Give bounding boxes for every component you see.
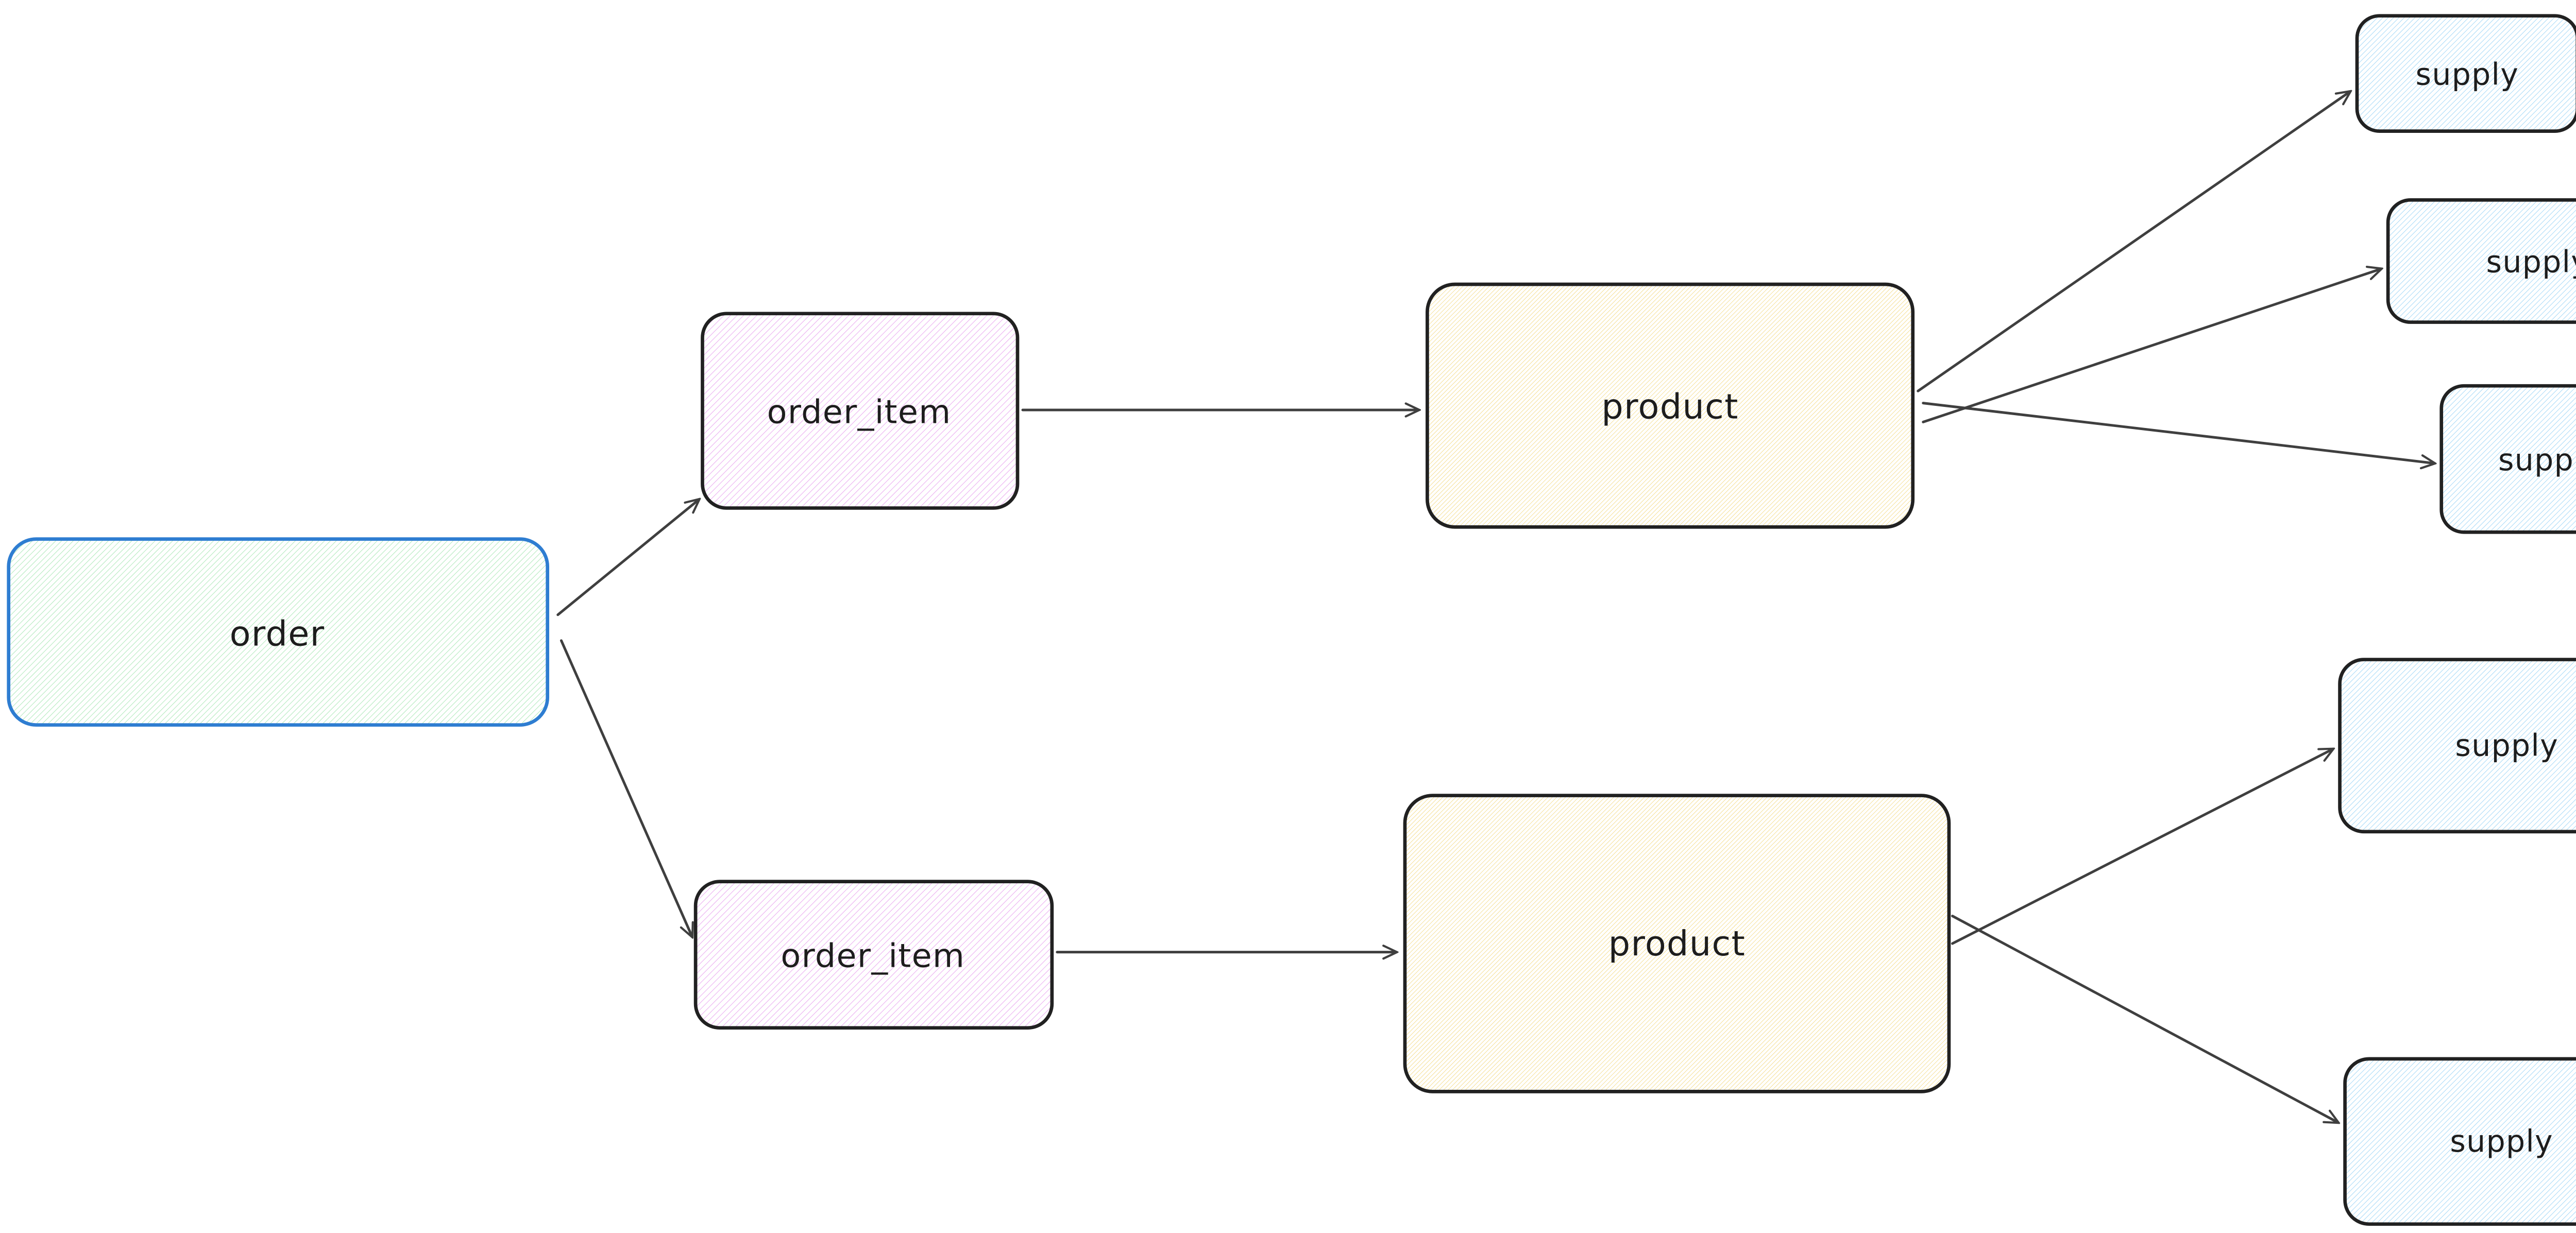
edge-order-to-order-item-bottom bbox=[560, 639, 692, 937]
node-order-shape[interactable] bbox=[7, 537, 550, 727]
node-supply-5-shape[interactable] bbox=[2343, 1057, 2576, 1226]
node-supply-1-label: supply bbox=[2416, 57, 2519, 92]
node-product-top: product bbox=[1426, 282, 1915, 529]
edge-product-top-to-supply-3 bbox=[1922, 402, 2435, 464]
node-order-item-bottom-label: order_item bbox=[781, 936, 965, 974]
node-product-top-shape[interactable] bbox=[1426, 282, 1915, 529]
node-supply-2: supply bbox=[2386, 198, 2576, 324]
node-order-item-top: order_item bbox=[701, 312, 1020, 510]
node-supply-3-shape[interactable] bbox=[2439, 384, 2576, 534]
edge-layer bbox=[556, 92, 2435, 1123]
node-supply-4-shape[interactable] bbox=[2338, 658, 2576, 834]
node-order-item-bottom: order_item bbox=[693, 880, 1054, 1030]
node-order-item-bottom-shape[interactable] bbox=[693, 880, 1054, 1030]
node-supply-5-label: supply bbox=[2450, 1124, 2553, 1159]
node-supply-2-label: supply bbox=[2486, 245, 2576, 280]
node-supply-1-shape[interactable] bbox=[2355, 14, 2576, 133]
edge-product-bottom-to-supply-4 bbox=[1951, 749, 2333, 945]
node-supply-4-label: supply bbox=[2455, 728, 2558, 763]
node-supply-2-shape[interactable] bbox=[2386, 198, 2576, 324]
node-order: order bbox=[7, 537, 550, 727]
node-supply-5: supply bbox=[2343, 1057, 2576, 1226]
node-supply-1: supply bbox=[2355, 14, 2576, 133]
node-product-bottom-label: product bbox=[1608, 923, 1745, 964]
node-order-label: order bbox=[230, 613, 325, 654]
edge-product-bottom-to-supply-5 bbox=[1951, 914, 2338, 1122]
edge-order-to-order-item-top bbox=[556, 500, 699, 616]
node-order-item-top-label: order_item bbox=[767, 392, 952, 431]
edge-product-top-to-supply-2 bbox=[1922, 269, 2381, 423]
node-supply-4: supply bbox=[2338, 658, 2576, 834]
node-supply-3-label: supply bbox=[2498, 442, 2576, 477]
node-product-bottom: product bbox=[1403, 794, 1951, 1093]
node-product-bottom-shape[interactable] bbox=[1403, 794, 1951, 1093]
edge-product-top-to-supply-1 bbox=[1917, 92, 2350, 392]
node-supply-3: supply bbox=[2439, 384, 2576, 534]
node-layer: order order_item order_item product prod… bbox=[7, 14, 2576, 1226]
node-product-top-label: product bbox=[1601, 386, 1738, 426]
node-order-item-top-shape[interactable] bbox=[701, 312, 1020, 510]
